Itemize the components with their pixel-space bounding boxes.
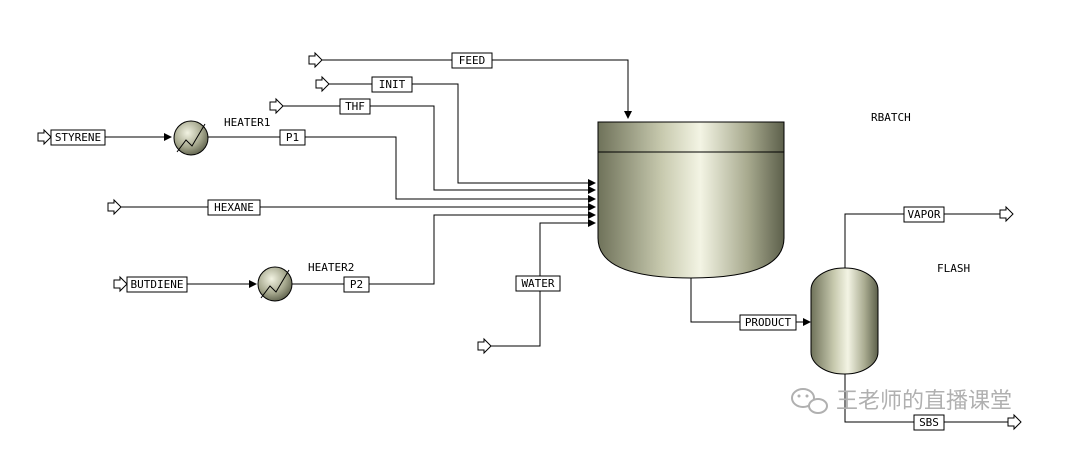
stream-label-init-text: INIT — [379, 78, 406, 91]
heater1-icon[interactable] — [173, 120, 209, 156]
stream-hexane[interactable]: HEXANE — [107, 198, 596, 216]
stream-product[interactable]: PRODUCT — [690, 278, 811, 331]
stream-vapor[interactable]: VAPOR — [844, 205, 1014, 268]
sbs-outlet-arrow-icon[interactable] — [1007, 413, 1022, 431]
rbatch-vessel-icon[interactable] — [597, 121, 785, 279]
rbatch-reactor[interactable]: RBATCH — [597, 111, 911, 279]
water-inlet-arrow-icon[interactable] — [477, 337, 492, 355]
stream-label-p1-text: P1 — [286, 131, 299, 144]
stream-init[interactable]: INIT — [315, 75, 596, 187]
watermark-text: 王老师的直播课堂 — [836, 389, 1012, 414]
stream-feed[interactable]: FEED — [308, 51, 632, 119]
heater1[interactable]: HEATER1 — [173, 116, 270, 156]
watermark: 王老师的直播课堂 — [791, 388, 1012, 414]
rbatch-label: RBATCH — [871, 111, 911, 124]
flash-drum[interactable]: FLASH — [810, 262, 970, 375]
stream-p2[interactable]: P2 — [292, 211, 596, 293]
stream-label-hexane-text: HEXANE — [214, 201, 254, 214]
stream-sbs[interactable]: SBS — [844, 374, 1022, 431]
stream-label-sbs-text: SBS — [919, 416, 939, 429]
stream-water[interactable]: WATER — [477, 219, 596, 355]
hexane-inlet-arrow-icon[interactable] — [107, 198, 122, 216]
stream-label-feed-text: FEED — [459, 54, 486, 67]
flash-vessel-icon[interactable] — [810, 267, 879, 375]
butdiene-inlet-arrow-icon[interactable] — [113, 275, 128, 293]
stream-label-water-text: WATER — [521, 277, 554, 290]
stream-label-p2-text: P2 — [350, 278, 363, 291]
stream-label-vapor-text: VAPOR — [907, 208, 940, 221]
wechat-icon — [791, 388, 828, 414]
stream-styrene[interactable]: STYRENE — [37, 128, 172, 146]
stream-label-water[interactable] — [515, 275, 561, 292]
styrene-inlet-arrow-icon[interactable] — [37, 128, 52, 146]
vapor-outlet-arrow-icon[interactable] — [999, 205, 1014, 223]
stream-label-product-text: PRODUCT — [745, 316, 792, 329]
stream-thf[interactable]: THF — [269, 97, 596, 194]
heater2[interactable]: HEATER2 — [257, 261, 354, 302]
flash-label: FLASH — [937, 262, 970, 275]
feed-inlet-arrow-icon[interactable] — [308, 51, 323, 69]
heater2-label: HEATER2 — [308, 261, 354, 274]
stream-label-thf-text: THF — [345, 100, 365, 113]
stream-label-butdiene-text: BUTDIENE — [131, 278, 184, 291]
thf-inlet-arrow-icon[interactable] — [269, 97, 284, 115]
stream-p1[interactable]: P1 — [208, 129, 596, 203]
heater1-label: HEATER1 — [224, 116, 270, 129]
stream-butdiene[interactable]: BUTDIENE — [113, 275, 257, 293]
init-inlet-arrow-icon[interactable] — [315, 75, 330, 93]
stream-label-styrene-text: STYRENE — [55, 131, 101, 144]
